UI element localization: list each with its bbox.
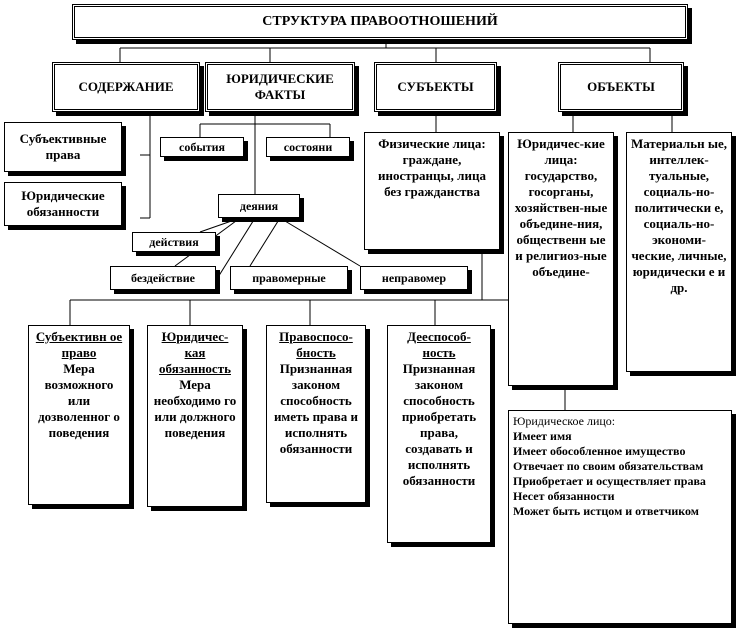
definition-card: Субъективн ое право Мера возможного или … <box>28 325 130 505</box>
unlawful-label: неправомер <box>381 270 447 285</box>
events-box: события <box>160 137 244 157</box>
legal-entity-feature: Может быть истцом и ответчиком <box>513 504 699 518</box>
legal-entities-label: Юридичес-кие лица: государство, госорган… <box>514 136 608 279</box>
objects-list-box: Материальн ые, интеллек-туальные, социал… <box>626 132 732 372</box>
definition-card: Дееспособ-ность Признанная законом спосо… <box>387 325 491 543</box>
legal-entity-feature: Имеет обособленное имущество <box>513 444 686 458</box>
actions-box: деяния <box>218 194 300 218</box>
definition-text: Признанная законом способность приобрета… <box>401 361 477 488</box>
legal-entity-feature: Имеет имя <box>513 429 572 443</box>
individuals-box: Физические лица: граждане, иностранцы, л… <box>364 132 500 250</box>
header-content-label: СОДЕРЖАНИЕ <box>78 79 174 94</box>
definition-text: Признанная законом способность иметь пра… <box>273 361 359 456</box>
legal-entities-box: Юридичес-кие лица: государство, госорган… <box>508 132 614 386</box>
legal-entity-feature: Отвечает по своим обязательствам <box>513 459 704 473</box>
legal-entity-heading: Юридическое лицо: <box>513 414 616 428</box>
lawful-label: правомерные <box>252 270 326 285</box>
connector <box>279 217 361 267</box>
legal-entity-features-box: Юридическое лицо: Имеет имя Имеет обособ… <box>508 410 732 624</box>
definition-card: Правоспосо-бность Признанная законом спо… <box>266 325 366 503</box>
objects-list-label: Материальн ые, интеллек-туальные, социал… <box>631 136 728 295</box>
states-box: состояни <box>266 137 350 157</box>
legal-entity-feature: Приобретает и осуществляет права <box>513 474 706 488</box>
states-label: состояни <box>283 139 333 154</box>
definition-term: Правоспосо-бность <box>279 329 353 360</box>
legal-duties-label: Юридические обязанности <box>21 188 105 219</box>
definition-card: Юридичес-кая обязанность Мера необходимо… <box>147 325 243 507</box>
legal-duties-box: Юридические обязанности <box>4 182 122 226</box>
connector <box>209 217 256 291</box>
actions-label: деяния <box>239 198 279 213</box>
subjective-rights-label: Субъективные права <box>19 131 107 162</box>
header-subjects: СУБЪЕКТЫ <box>374 62 497 112</box>
legal-entity-feature: Несет обязанности <box>513 489 615 503</box>
inaction-box: бездействие <box>110 266 216 290</box>
definition-term: Юридичес-кая обязанность <box>159 329 231 376</box>
header-objects-label: ОБЪЕКТЫ <box>587 79 655 94</box>
header-subjects-label: СУБЪЕКТЫ <box>397 79 474 94</box>
definition-term: Субъективн ое право <box>35 329 123 360</box>
title-text: СТРУКТУРА ПРАВООТНОШЕНИЙ <box>262 14 498 29</box>
subjective-rights-box: Субъективные права <box>4 122 122 172</box>
lawful-box: правомерные <box>230 266 348 290</box>
individuals-label: Физические лица: граждане, иностранцы, л… <box>378 136 486 199</box>
deeds-box: действия <box>132 232 216 252</box>
definition-term: Дееспособ-ность <box>407 329 471 360</box>
definition-text: Мера возможного или дозволенног о поведе… <box>38 361 120 440</box>
header-legal-facts: ЮРИДИЧЕСКИЕ ФАКТЫ <box>205 62 355 112</box>
deeds-label: действия <box>149 234 199 249</box>
header-objects: ОБЪЕКТЫ <box>558 62 684 112</box>
connector <box>199 217 241 233</box>
header-legal-facts-label: ЮРИДИЧЕСКИЕ ФАКТЫ <box>226 71 334 102</box>
connector <box>249 217 281 267</box>
unlawful-box: неправомер <box>360 266 468 290</box>
inaction-label: бездействие <box>130 270 196 285</box>
definition-text: Мера необходимо го или должного поведени… <box>153 377 237 440</box>
header-content: СОДЕРЖАНИЕ <box>52 62 200 112</box>
page-title: СТРУКТУРА ПРАВООТНОШЕНИЙ <box>72 4 688 40</box>
events-label: события <box>179 139 225 154</box>
